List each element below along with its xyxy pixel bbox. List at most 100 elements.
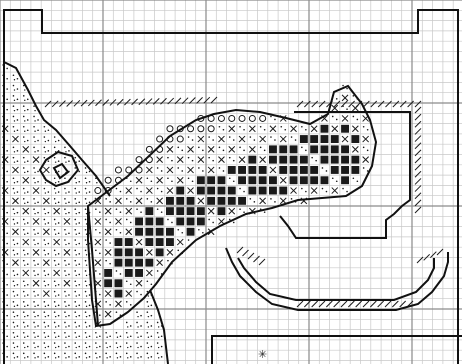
dark-stitch [115, 238, 123, 246]
dot-stitch [95, 270, 101, 275]
hatch-mark [243, 250, 249, 256]
dot-stitch [136, 322, 142, 328]
dark-stitch [248, 176, 256, 184]
hatch-mark [393, 101, 399, 107]
dot-stitch [13, 177, 19, 183]
cross-stitch [64, 249, 70, 255]
dark-stitch [310, 176, 318, 184]
dot-stitch [105, 301, 111, 306]
dot-stitch [198, 167, 204, 172]
cross-stitch [311, 126, 317, 132]
hatch-mark [415, 186, 421, 192]
dot-stitch [95, 342, 101, 348]
dark-stitch [228, 197, 236, 205]
cross-stitch [136, 198, 142, 204]
circle-stitch [157, 136, 163, 142]
dot-stitch [64, 270, 70, 276]
hatch-mark [146, 99, 152, 105]
dot-stitch [157, 188, 163, 193]
dot-stitch [23, 301, 29, 307]
dark-stitch [207, 197, 215, 205]
cross-stitch [352, 126, 358, 132]
hatch-mark [415, 150, 421, 156]
dot-stitch [33, 198, 39, 204]
dot-stitch [147, 322, 153, 328]
dot-stitch [54, 260, 60, 266]
dark-stitch [279, 145, 287, 153]
dark-stitch [135, 218, 143, 226]
cross-stitch [64, 218, 70, 224]
dot-stitch [353, 177, 359, 182]
dot-stitch [33, 332, 39, 338]
dot-stitch [13, 85, 19, 91]
cross-stitch [167, 188, 173, 194]
dark-stitch [248, 156, 256, 164]
dot-stitch [177, 167, 183, 172]
dot-stitch [126, 219, 132, 224]
dot-stitch [177, 229, 183, 234]
dot-stitch [13, 322, 19, 328]
cross-stitch [43, 198, 49, 204]
dark-stitch [321, 156, 329, 164]
dark-stitch [156, 218, 164, 226]
hatch-mark [237, 247, 243, 253]
hatch-mark [132, 99, 138, 105]
dot-stitch [126, 353, 132, 359]
dark-stitch [351, 156, 359, 164]
dot-stitch [23, 126, 29, 132]
dot-stitch [147, 280, 153, 285]
dot-stitch [23, 157, 29, 163]
dark-stitch [279, 166, 287, 174]
dot-stitch [33, 301, 39, 307]
dot-stitch [74, 322, 80, 328]
dot-stitch [363, 147, 369, 152]
dot-stitch [64, 147, 70, 153]
circle-stitch [136, 157, 142, 163]
dot-stitch [64, 353, 70, 359]
dark-stitch [218, 207, 226, 215]
dot-stitch [116, 353, 122, 359]
dot-stitch [44, 188, 50, 194]
dark-stitch [156, 228, 164, 236]
hatch-mark [430, 252, 436, 258]
dot-stitch [270, 198, 276, 203]
dark-stitch [197, 218, 205, 226]
cross-stitch [208, 167, 214, 173]
cross-stitch [177, 239, 183, 245]
dark-stitch [290, 176, 298, 184]
cross-stitch [332, 188, 338, 194]
cross-stitch [115, 198, 121, 204]
dot-stitch [13, 280, 19, 286]
hatch-mark [415, 128, 421, 134]
cross-stitch [146, 270, 152, 276]
dot-stitch [322, 188, 328, 193]
hatch-mark [415, 157, 421, 163]
dark-stitch [104, 269, 112, 277]
circle-stitch [260, 115, 266, 121]
dot-stitch [157, 342, 163, 348]
dot-stitch [85, 311, 91, 317]
dot-stitch [219, 167, 225, 172]
dot-stitch [23, 95, 29, 101]
dot-stitch [147, 332, 153, 338]
dot-stitch [157, 270, 163, 275]
dot-stitch [54, 291, 60, 297]
dark-stitch [248, 166, 256, 174]
dot-stitch [44, 208, 50, 214]
dark-stitch [176, 197, 184, 205]
dark-stitch [248, 187, 256, 195]
dot-stitch [157, 167, 163, 172]
dot-stitch [64, 229, 70, 235]
dot-stitch [13, 188, 19, 194]
circle-stitch [229, 115, 235, 121]
dot-stitch [44, 239, 50, 245]
dot-stitch [322, 167, 328, 172]
dark-stitch [218, 187, 226, 195]
dot-stitch [23, 219, 29, 225]
dot-stitch [311, 157, 317, 162]
center-marker-icon: ✳ [258, 348, 267, 361]
cross-stitch [291, 188, 297, 194]
cross-stitch [33, 218, 39, 224]
cross-stitch [198, 198, 204, 204]
dot-stitch [23, 322, 29, 328]
